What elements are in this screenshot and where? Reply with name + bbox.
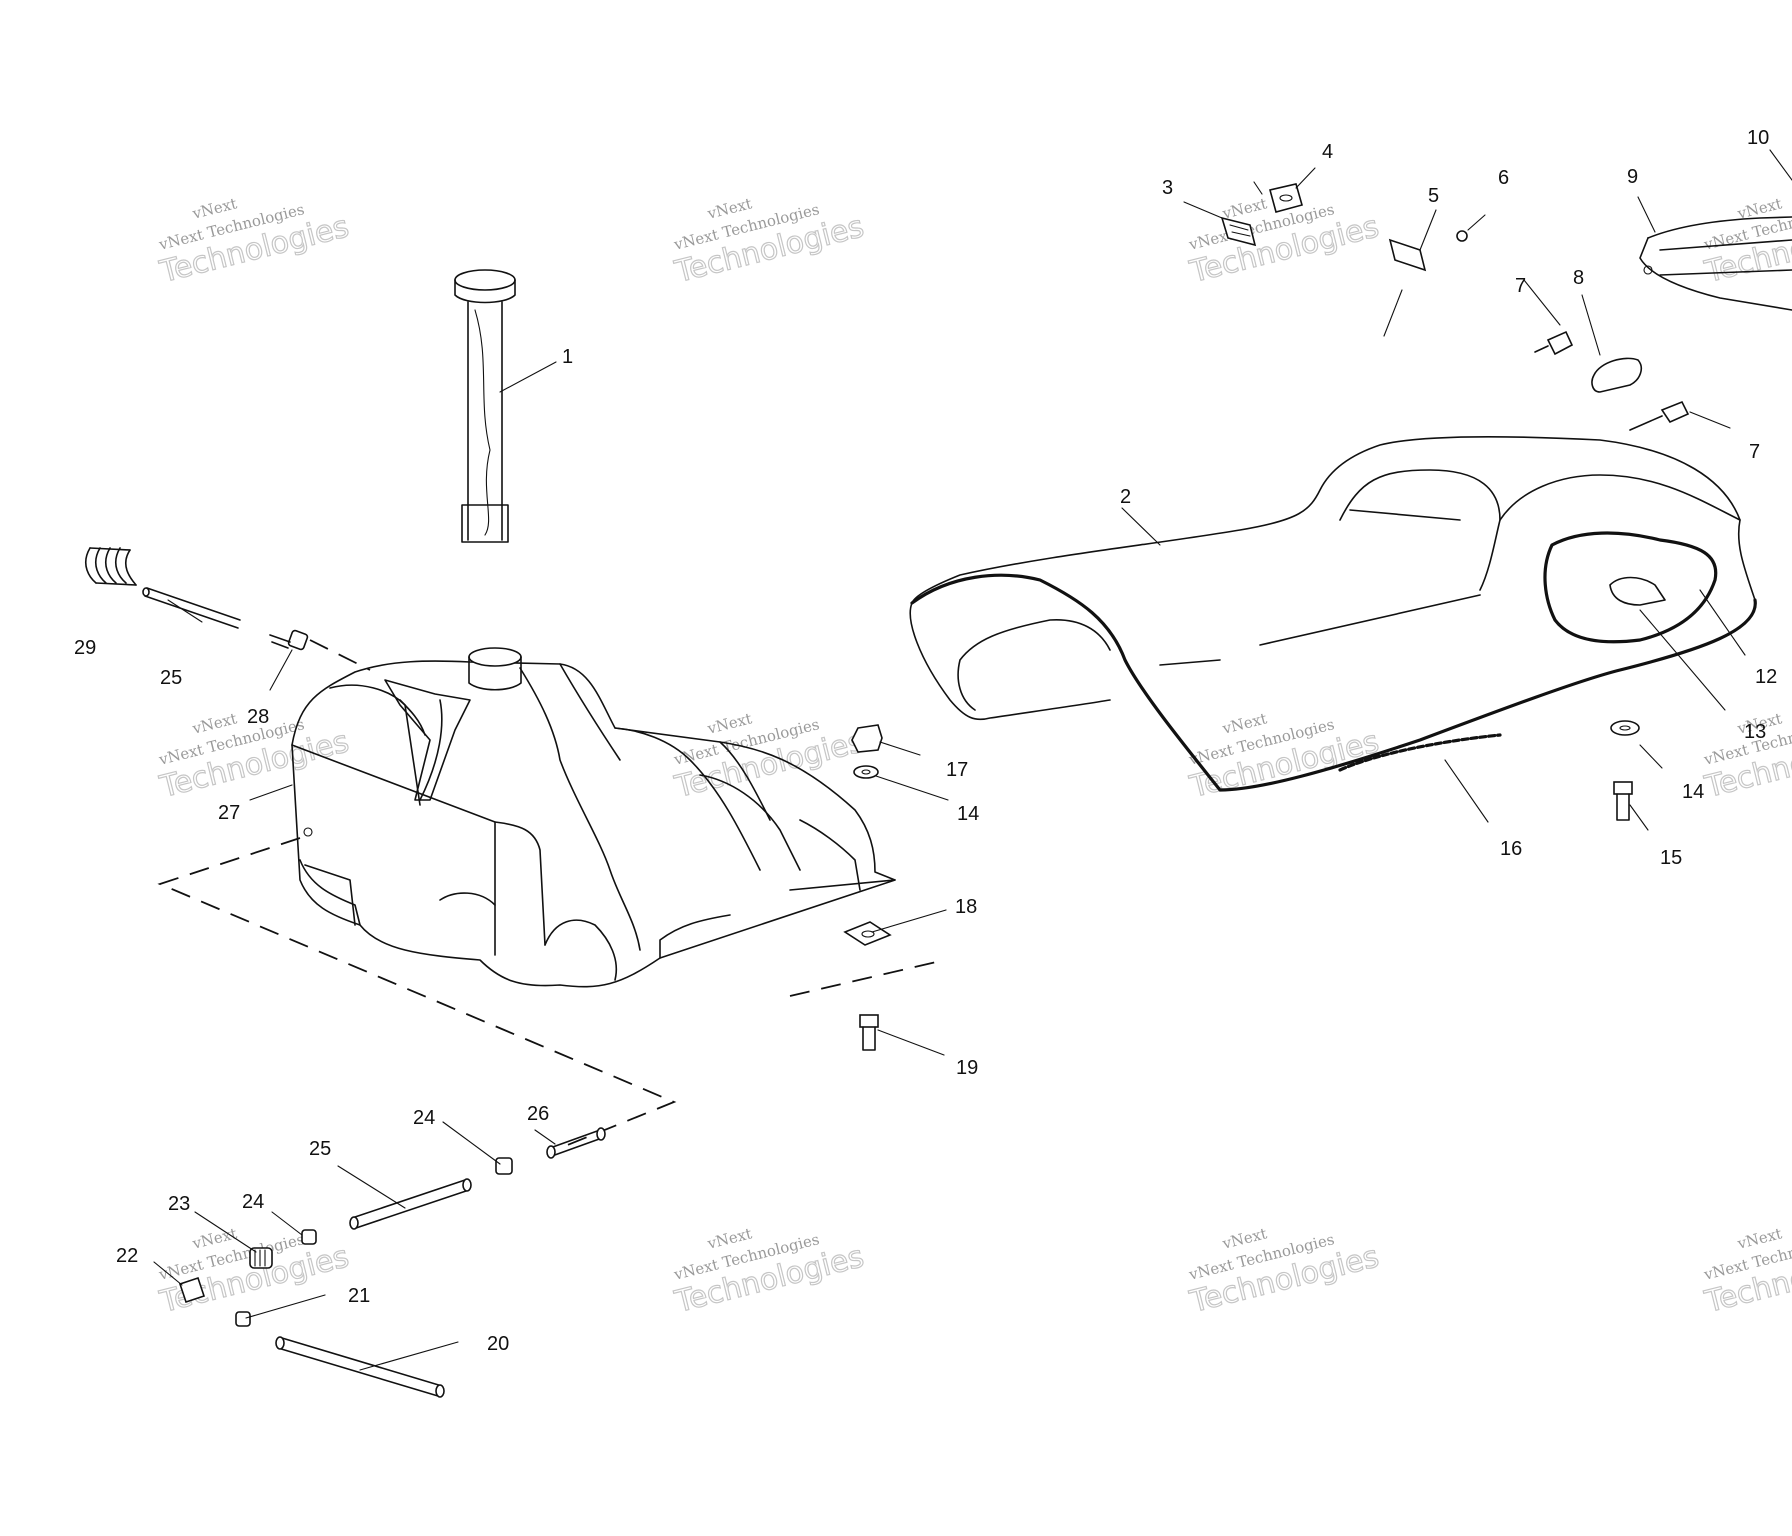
bolt [1613, 781, 1633, 821]
spring [85, 547, 137, 586]
part-label-28: 28 [247, 706, 269, 728]
part-labels: 1 2 3 4 5 6 7 7 8 9 10 12 13 14 14 15 16… [74, 127, 1777, 1355]
part-label-25: 25 [309, 1138, 331, 1160]
pad [843, 921, 892, 946]
part-label-22: 22 [116, 1245, 138, 1267]
part-label-13: 13 [1744, 721, 1766, 743]
part-label-19: 19 [956, 1057, 978, 1079]
part-label-4: 4 [1322, 141, 1333, 163]
part-label-6: 6 [1498, 167, 1509, 189]
bulb [1591, 357, 1642, 393]
part-label-8: 8 [1573, 267, 1584, 289]
part-label-7: 7 [1749, 441, 1760, 463]
part-label-12: 12 [1755, 666, 1777, 688]
part-label-27: 27 [218, 802, 240, 824]
part-label-7: 7 [1515, 275, 1526, 297]
part-label-3: 3 [1162, 177, 1173, 199]
part-label-18: 18 [955, 896, 977, 918]
rod [349, 1178, 472, 1230]
bolt [859, 1014, 879, 1051]
tail-light [1639, 216, 1792, 311]
washer [1610, 720, 1640, 736]
watermark: vNext vNext Technologies Technologies [1700, 1224, 1792, 1320]
bushing [495, 1157, 513, 1175]
part-label-24: 24 [242, 1191, 264, 1213]
bulb [1629, 400, 1690, 431]
part-label-20: 20 [487, 1333, 509, 1355]
part-label-9: 9 [1627, 166, 1638, 188]
bulb [1534, 330, 1574, 356]
bushing [301, 1229, 317, 1245]
watermarks: vNext vNext Technologies Technologies vN… [155, 194, 1792, 1320]
part-label-16: 16 [1500, 838, 1522, 860]
part-label-10: 10 [1747, 127, 1769, 149]
part-label-5: 5 [1428, 185, 1439, 207]
watermark: vNext vNext Technologies Technologies [1185, 709, 1383, 805]
part-label-21: 21 [348, 1285, 370, 1307]
fuel-tank [157, 639, 946, 1149]
watermark: vNext vNext Technologies Technologies [1185, 1224, 1383, 1320]
part-label-14: 14 [1682, 781, 1704, 803]
seat [909, 435, 1757, 792]
part-label-15: 15 [1660, 847, 1682, 869]
watermark: vNext vNext Technologies Technologies [1700, 709, 1792, 805]
watermark: vNext vNext Technologies Technologies [670, 1224, 868, 1320]
nut [1456, 230, 1468, 242]
rod [275, 1336, 445, 1398]
leader-line [1253, 181, 1403, 337]
plate [1269, 183, 1303, 213]
washer [853, 765, 879, 779]
spring-small [249, 1247, 273, 1269]
nut [851, 724, 883, 753]
watermark: vNext vNext Technologies Technologies [670, 709, 868, 805]
plate [1220, 216, 1257, 247]
watermark: vNext vNext Technologies Technologies [670, 194, 868, 290]
part-label-23: 23 [168, 1193, 190, 1215]
part-label-24: 24 [413, 1107, 435, 1129]
fitting [269, 629, 309, 651]
part-label-2: 2 [1120, 486, 1131, 508]
part-label-26: 26 [527, 1103, 549, 1125]
fuel-gauge-sender [454, 269, 516, 543]
part-label-29: 29 [74, 637, 96, 659]
bushing [235, 1311, 251, 1327]
part-label-1: 1 [562, 346, 573, 368]
part-label-14: 14 [957, 803, 979, 825]
leader-lines [153, 149, 1792, 1371]
watermark: vNext vNext Technologies Technologies [155, 194, 353, 290]
pin [546, 1127, 606, 1159]
part-label-17: 17 [946, 759, 968, 781]
clip [178, 1276, 206, 1304]
plate [1388, 238, 1427, 272]
reference-dashed-line [157, 837, 677, 1149]
watermark: vNext vNext Technologies Technologies [155, 709, 353, 805]
part-label-25: 25 [160, 667, 182, 689]
reference-dashed-line [789, 959, 946, 997]
reference-dashed-line [309, 639, 371, 671]
rod [142, 587, 241, 629]
